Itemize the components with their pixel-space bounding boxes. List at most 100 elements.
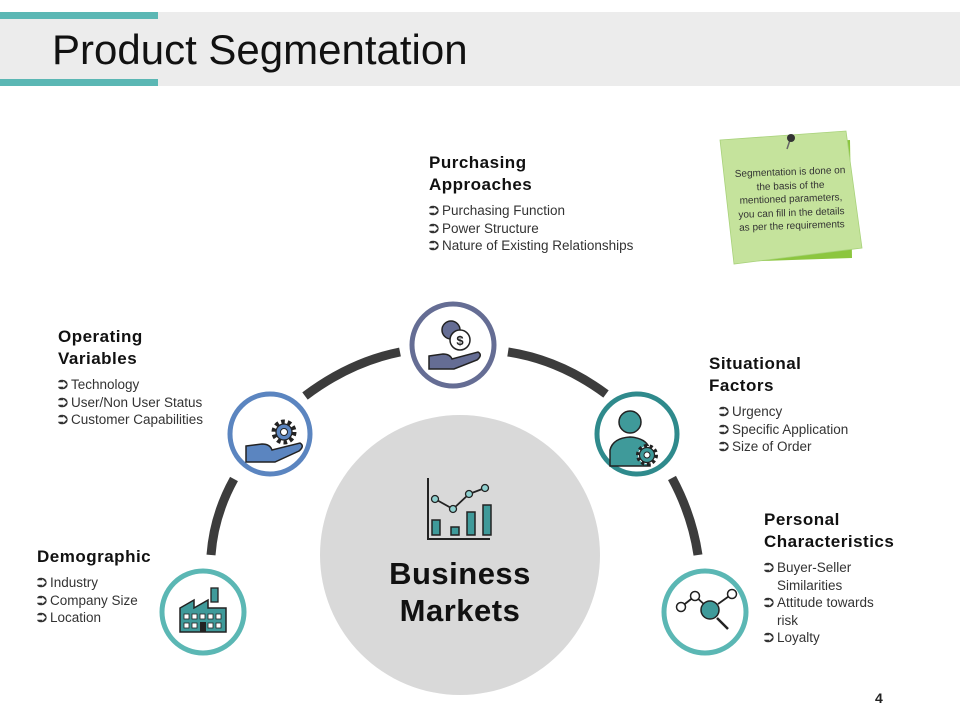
list-item: ⮊Size of Order (719, 438, 848, 456)
arrow-bullet-icon: ⮊ (58, 394, 68, 410)
page-number: 4 (875, 690, 883, 706)
arrow-bullet-icon: ⮊ (58, 377, 68, 392)
list-item-text: User/Non User Status (71, 394, 203, 410)
network-magnifier-icon (675, 588, 738, 630)
segment-title-line: Variables (58, 349, 138, 368)
node-personal (661, 568, 749, 656)
arc-segment-2 (302, 347, 401, 400)
node-purchasing: $ (409, 301, 497, 389)
arrow-bullet-icon: ⮊ (429, 238, 439, 253)
title-accent-bottom (0, 79, 158, 86)
list-item: ⮊Company Size (37, 592, 151, 610)
list-item-text: risk (777, 612, 798, 628)
center-circle (320, 415, 600, 695)
center-label-line2: Markets (399, 593, 521, 628)
note-text: Segmentation is done on the basis of the… (734, 165, 846, 234)
list-item: ⮊Industry (37, 574, 151, 592)
factory-icon (179, 587, 227, 633)
center-label: Business Markets (340, 555, 580, 629)
bar-line-chart-icon (427, 478, 492, 540)
pin-icon (787, 134, 795, 142)
arrow-bullet-icon: ⮊ (719, 421, 729, 437)
list-item-text: Purchasing Function (442, 203, 566, 218)
list-item-text: Urgency (732, 404, 783, 419)
list-item: ⮊Loyalty (764, 629, 894, 647)
hand-money-icon: $ (428, 320, 481, 370)
list-item-text: Attitude towards (777, 595, 874, 610)
segment-purchasing: Purchasing Approaches ⮊Purchasing Functi… (429, 152, 633, 255)
segment-title-line: Characteristics (764, 532, 895, 551)
svg-text:$: $ (456, 333, 464, 348)
segment-title-line: Operating (58, 327, 143, 346)
node-demographic (159, 568, 247, 656)
segment-list: ⮊Urgency ⮊Specific Application ⮊Size of … (719, 403, 848, 456)
segment-situational: Situational Factors ⮊Urgency ⮊Specific A… (709, 353, 848, 456)
segment-title: Situational Factors (709, 353, 848, 397)
list-item: ⮊Buyer-Seller (764, 559, 894, 577)
list-item: ⮊Power Structure (429, 220, 633, 238)
list-item: ⮊Customer Capabilities (58, 411, 203, 429)
arrow-bullet-icon: ⮊ (719, 439, 729, 454)
list-item: ⮊Nature of Existing Relationships (429, 237, 633, 255)
arrow-bullet-icon: ⮊ (719, 404, 729, 419)
segment-list: ⮊Technology ⮊User/Non User Status ⮊Custo… (58, 376, 203, 429)
list-item-text: Company Size (50, 592, 138, 608)
list-item-continuation: risk (764, 612, 894, 630)
segment-title-line: Factors (709, 376, 774, 395)
list-item-text: Loyalty (777, 630, 820, 645)
center-label-line1: Business (389, 556, 531, 591)
list-item-text: Industry (50, 575, 99, 590)
list-item: ⮊Attitude towards (764, 594, 894, 612)
arrow-bullet-icon: ⮊ (764, 630, 774, 645)
arrow-bullet-icon: ⮊ (58, 412, 68, 427)
arrow-bullet-icon: ⮊ (37, 575, 47, 590)
page-title: Product Segmentation (52, 26, 468, 73)
segment-title: Purchasing Approaches (429, 152, 633, 196)
list-item: ⮊Purchasing Function (429, 202, 633, 220)
segment-operating: Operating Variables ⮊Technology ⮊User/No… (58, 326, 203, 429)
segment-title-line: Personal (764, 510, 840, 529)
list-item: ⮊User/Non User Status (58, 394, 203, 412)
list-item-text: Power Structure (442, 220, 539, 236)
arrow-bullet-icon: ⮊ (37, 610, 47, 625)
arrow-bullet-icon: ⮊ (429, 220, 439, 236)
list-item-text: Buyer-Seller (777, 560, 852, 575)
segment-title-line: Situational (709, 354, 802, 373)
node-operating (227, 391, 313, 477)
list-item-text: Location (50, 610, 102, 625)
sticky-note (719, 130, 863, 265)
title-accent-top (0, 12, 158, 19)
segment-title: Operating Variables (58, 326, 203, 370)
list-item-text: Nature of Existing Relationships (442, 238, 634, 253)
arc-segment-1 (206, 476, 238, 556)
segment-demographic: Demographic ⮊Industry ⮊Company Size ⮊Loc… (37, 546, 151, 627)
list-item: ⮊Technology (58, 376, 203, 394)
segment-title-line: Approaches (429, 175, 533, 194)
arrow-bullet-icon: ⮊ (429, 203, 439, 218)
list-item-text: Customer Capabilities (71, 412, 204, 427)
arrow-bullet-icon: ⮊ (37, 592, 47, 608)
segment-personal: Personal Characteristics ⮊Buyer-Seller S… (764, 509, 894, 647)
list-item-text: Technology (71, 377, 140, 392)
segment-title: Personal Characteristics (764, 509, 894, 553)
title-bar (0, 12, 960, 86)
list-item-text: Specific Application (732, 421, 849, 437)
segment-list: ⮊Buyer-Seller Similarities ⮊Attitude tow… (764, 559, 894, 647)
arc-segment-4 (668, 475, 703, 556)
arc-segment-3 (507, 347, 609, 398)
arrow-bullet-icon: ⮊ (764, 595, 774, 610)
person-gear-icon (609, 410, 658, 467)
list-item-text: Size of Order (732, 439, 812, 454)
hand-gear-icon (245, 419, 303, 463)
list-item-text: Similarities (777, 577, 843, 593)
list-item: ⮊Urgency (719, 403, 848, 421)
list-item: ⮊Location (37, 609, 151, 627)
arrow-bullet-icon: ⮊ (764, 560, 774, 575)
list-item: ⮊Specific Application (719, 421, 848, 439)
segment-title: Demographic (37, 547, 152, 566)
list-item-continuation: Similarities (764, 577, 894, 595)
segment-list: ⮊Purchasing Function ⮊Power Structure ⮊N… (429, 202, 633, 255)
segment-list: ⮊Industry ⮊Company Size ⮊Location (37, 574, 151, 627)
node-situational (594, 391, 680, 477)
segment-title-line: Purchasing (429, 153, 527, 172)
